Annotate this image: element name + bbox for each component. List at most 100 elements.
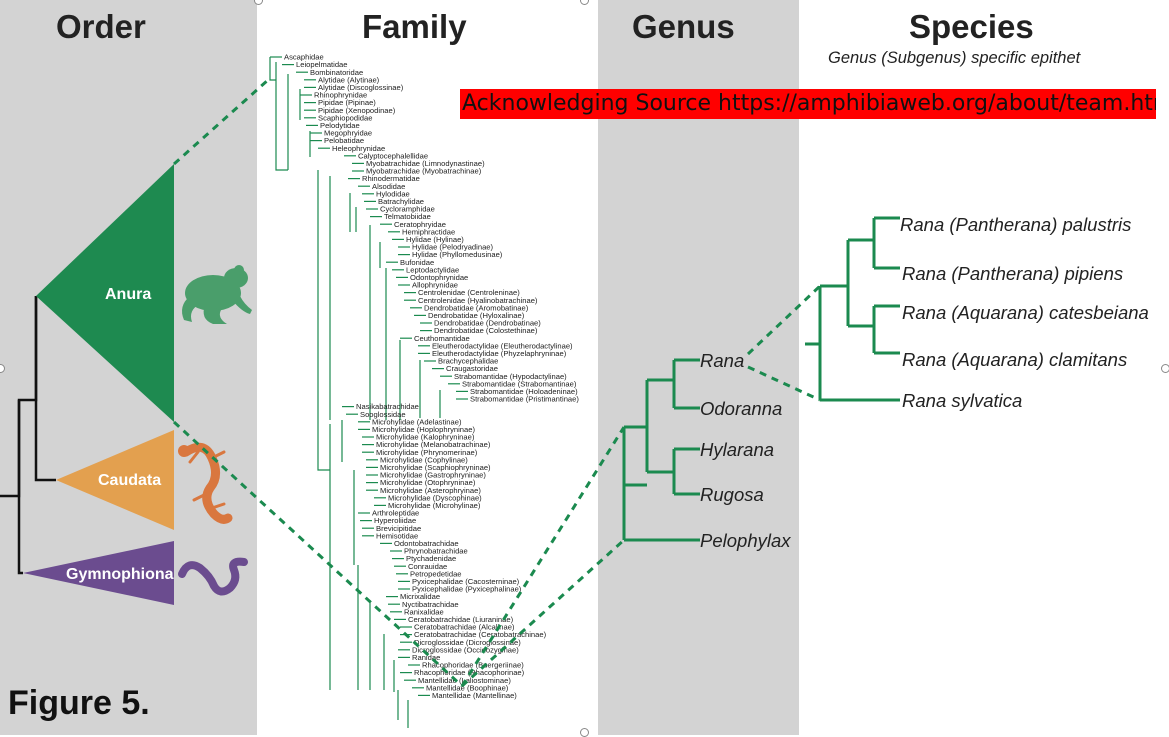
family-label: Ranidae (412, 653, 440, 662)
genus-label: Odoranna (700, 398, 782, 419)
family-label: Strabomantidae (Hypodactylinae) (454, 372, 567, 381)
family-label: Microhylidae (Gastrophryninae) (380, 471, 486, 480)
family-label: Alsodidae (372, 182, 405, 191)
family-label: Pelodytidae (320, 121, 360, 130)
family-label: Microhylidae (Cophylinae) (380, 455, 468, 464)
family-label: Rhinodermatidae (362, 174, 420, 183)
family-label: Ceratobatrachidae (Ceratobatrachinae) (414, 630, 547, 639)
family-label: Scaphiopodidae (318, 113, 372, 122)
family-label: Pipidae (Xenopodinae) (318, 106, 396, 115)
family-label: Micrixalidae (400, 592, 440, 601)
family-label: Brevicipitidae (376, 524, 421, 533)
genus-label: Rana (700, 350, 744, 371)
family-label: Mantellidae (Boophinae) (426, 683, 509, 692)
family-label: Sooglossidae (360, 410, 406, 419)
family-label: Microhylidae (Otophryninae) (380, 478, 476, 487)
species-panel (799, 0, 1169, 735)
order-label-caudata: Caudata (98, 472, 161, 489)
family-label: Microhylidae (Asterophryinae) (380, 486, 481, 495)
family-label: Ceuthomantidae (414, 334, 470, 343)
connector-lines (172, 78, 822, 688)
family-label: Hylidae (Pelodryadinae) (412, 243, 494, 252)
family-label: Phrynobatrachidae (404, 547, 468, 556)
resize-handle[interactable] (580, 0, 589, 5)
genus-label: Pelophylax (700, 530, 791, 551)
family-label: Dendrobatidae (Hyloxalinae) (428, 311, 525, 320)
caecilian-icon (178, 557, 248, 596)
resize-handle[interactable] (254, 0, 263, 5)
family-label: Microhylidae (Dyscophinae) (388, 493, 482, 502)
family-label: Ranixalidae (404, 607, 444, 616)
family-label: Petropedetidae (410, 569, 462, 578)
frog-icon (182, 265, 252, 324)
family-label: Hyperoliidae (374, 516, 416, 525)
family-label: Telmatobiidae (384, 212, 431, 221)
family-label: Leiopelmatidae (296, 60, 348, 69)
family-label: Microhylidae (Kalophryninae) (376, 433, 475, 442)
resize-handle[interactable] (1161, 364, 1169, 373)
family-branches (269, 56, 468, 728)
family-label: Dicroglossidae (Occidozyginae) (412, 645, 519, 654)
family-label: Bombinatoridae (310, 68, 363, 77)
anura-triangle (36, 164, 174, 422)
figure-label: Figure 5. (8, 684, 150, 722)
family-label: Nyctibatrachidae (402, 600, 459, 609)
family-label: Microhylidae (Hoplophryninae) (372, 425, 475, 434)
family-label: Centrolenidae (Centroleninae) (418, 288, 520, 297)
resize-handle[interactable] (0, 364, 5, 373)
family-label: Dendrobatidae (Colostethinae) (434, 326, 538, 335)
family-label: Pyxicephalidae (Pyxicephalinae) (412, 585, 522, 594)
family-label: Alytidae (Discoglossinae) (318, 83, 404, 92)
family-label: Craugastoridae (446, 364, 498, 373)
species-subtitle: Genus (Subgenus) specific epithet (828, 49, 1081, 67)
family-label: Strabomantidae (Pristimantinae) (470, 395, 579, 404)
family-label: Calyptocephalellidae (358, 151, 428, 160)
family-label: Dendrobatidae (Dendrobatinae) (434, 319, 541, 328)
genus-panel (598, 0, 799, 735)
family-label: Odontobatrachidae (394, 539, 459, 548)
species-label: Rana (Pantherana) palustris (900, 214, 1131, 235)
family-column-title: Family (362, 8, 467, 45)
resize-handle[interactable] (580, 728, 589, 737)
source-banner: Acknowledging Source https://amphibiaweb… (460, 89, 1156, 119)
family-label: Strabomantidae (Strabomantinae) (462, 379, 577, 388)
caudata-triangle (56, 430, 174, 530)
family-label: Strabomantidae (Holoadeninae) (470, 387, 578, 396)
family-label: Ptychadenidae (406, 554, 456, 563)
family-label: Alytidae (Alytinae) (318, 75, 380, 84)
genus-label: Hylarana (700, 439, 774, 460)
family-label: Eleutherodactylidae (Phyzelaphryninae) (432, 349, 567, 358)
family-clade-connectors (269, 57, 441, 728)
family-label: Nasikabatrachidae (356, 402, 419, 411)
species-label: Rana sylvatica (902, 390, 1022, 411)
order-label-gymnophiona: Gymnophiona (66, 566, 174, 583)
genus-label: Rugosa (700, 484, 764, 505)
family-label: Heleophrynidae (332, 144, 385, 153)
genus-column-title: Genus (632, 8, 735, 45)
species-label: Rana (Pantherana) pipiens (902, 263, 1123, 284)
family-label: Hylidae (Phyllomedusinae) (412, 250, 503, 259)
family-label: Mantellidae (Mantellinae) (432, 691, 517, 700)
salamander-icon (178, 442, 233, 524)
family-label: Brachycephalidae (438, 357, 498, 366)
family-label: Hemisotidae (376, 531, 418, 540)
family-label: Hylodidae (376, 189, 410, 198)
order-label-anura: Anura (105, 286, 151, 303)
family-label: Pyxicephalidae (Cacosterninae) (412, 577, 520, 586)
genus-tree (622, 358, 700, 542)
family-label: Conrauidae (408, 562, 447, 571)
order-tree (0, 296, 56, 575)
family-label: Microhylidae (Adelastinae) (372, 417, 462, 426)
family-label: Batrachylidae (378, 197, 424, 206)
family-label: Pipidae (Pipinae) (318, 98, 376, 107)
family-label: Leptodactylidae (406, 265, 459, 274)
family-label: Pelobatidae (324, 136, 364, 145)
family-label: Megophryidae (324, 129, 372, 138)
family-label: Ceratobatrachidae (Liuraninae) (408, 615, 514, 624)
family-label: Rhacophoridae (Buergeriinae) (422, 661, 524, 670)
family-label: Cycloramphidae (380, 205, 435, 214)
family-panel (257, 0, 598, 735)
family-label: Microhylidae (Melanobatrachinae) (376, 440, 491, 449)
